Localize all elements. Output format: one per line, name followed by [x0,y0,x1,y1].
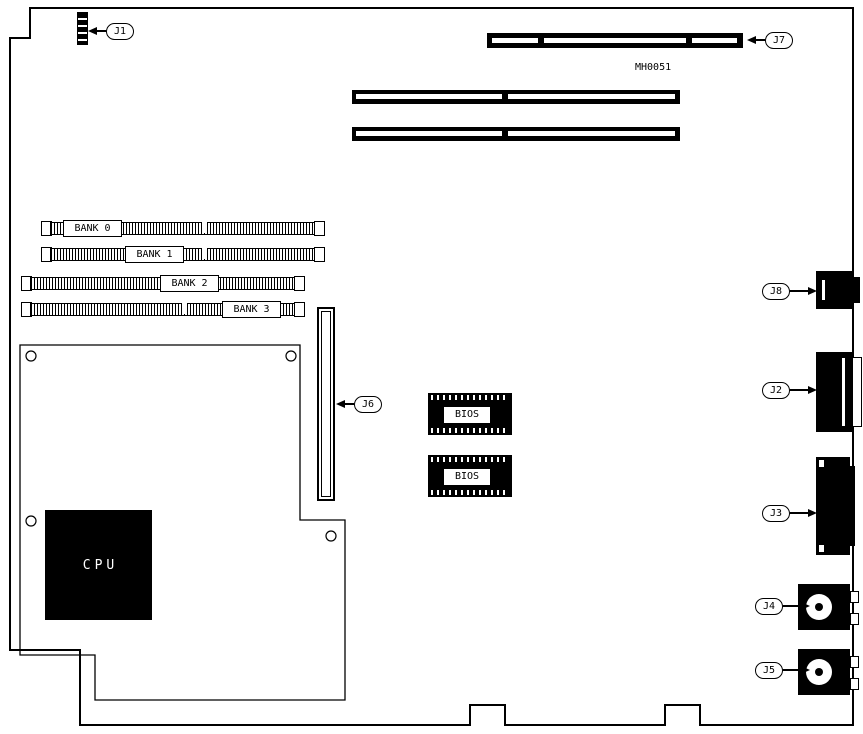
left-arrow-icon [747,36,756,44]
connector-slit [842,358,845,426]
left-arrow-icon [336,400,345,408]
connector-tab [850,656,859,668]
bank2-label: BANK 2 [160,275,219,292]
j8-connector [816,271,862,311]
j1-pin-header [77,12,88,45]
simm-gap [201,248,208,259]
j1-label-tag: J1 [88,22,135,40]
j2-label-tag: J2 [762,381,818,399]
arrow-shaft [790,512,809,514]
arrow-shaft [783,605,802,607]
j4-label: J4 [755,597,784,615]
arrow-shaft [345,403,354,405]
chip-pins [431,457,509,462]
simm-clip [294,276,305,291]
j5-label-tag: J5 [755,661,811,679]
connector-tab [850,678,859,690]
j3-connector [816,457,858,557]
j6-slot-inner [321,311,331,497]
j7-edge-connector-slot [487,33,743,48]
right-arrow-icon [801,602,811,610]
connector-strip [852,357,862,427]
simm-clip [294,302,305,317]
cpu-chip: CPU [45,510,152,620]
simm-clip [314,247,325,262]
part-number-label: MH0051 [635,62,672,73]
slot-segment [508,94,675,99]
j2-label: J2 [762,381,791,399]
j8-label: J8 [762,282,791,300]
slot-segment [508,131,675,136]
cpu-module-outline [19,344,346,701]
j7-label-tag: J7 [747,31,794,49]
simm-clip [314,221,325,236]
simm-gap [181,303,188,314]
connector-tab [850,591,859,603]
din-port-center [815,603,823,611]
j6-label: J6 [354,395,383,413]
j1-label: J1 [106,22,135,40]
slot-segment [544,38,686,43]
bank1-label: BANK 1 [125,246,184,263]
bios-chip-1: BIOS [428,393,512,435]
mounting-hole [25,350,37,362]
chip-pins [431,395,509,400]
slot-segment [356,94,502,99]
j6-riser-slot [317,307,335,501]
right-arrow-icon [808,287,818,295]
chip-pins [431,490,509,495]
din-port-center [815,668,823,676]
j4-label-tag: J4 [755,597,811,615]
connector-nub [850,466,855,546]
slot-segment [692,38,737,43]
chip-pins [431,428,509,433]
j7-label: J7 [765,31,794,49]
j8-label-tag: J8 [762,282,818,300]
j3-label: J3 [762,504,791,522]
j5-label: J5 [755,661,784,679]
left-arrow-icon [88,27,97,35]
connector-body [816,457,850,555]
connector-mark [819,460,824,467]
bios-chip-1-label: BIOS [443,406,491,424]
board-outline [9,7,854,726]
j6-label-tag: J6 [336,395,383,413]
connector-body [816,352,852,432]
bios-chip-2-label: BIOS [443,468,491,486]
right-arrow-icon [801,666,811,674]
connector-nub [853,277,860,303]
bios-chip-2: BIOS [428,455,512,497]
j5-din-connector [798,649,860,695]
mounting-hole [285,350,297,362]
mounting-hole [325,530,337,542]
arrow-shaft [790,389,809,391]
mounting-hole [25,515,37,527]
expansion-slot-2 [352,127,680,141]
connector-tab [850,613,859,625]
connector-slit [822,280,825,300]
right-arrow-icon [808,386,818,394]
connector-mark [819,545,824,552]
cpu-chip-label: CPU [82,557,119,573]
j3-label-tag: J3 [762,504,818,522]
expansion-slot-1 [352,90,680,104]
arrow-shaft [783,669,802,671]
slot-segment [492,38,538,43]
arrow-shaft [790,290,809,292]
simm-gap [201,222,208,233]
j2-connector [816,352,862,434]
arrow-shaft [97,30,106,32]
arrow-shaft [756,39,765,41]
slot-segment [356,131,502,136]
bank0-label: BANK 0 [63,220,122,237]
right-arrow-icon [808,509,818,517]
bank3-label: BANK 3 [222,301,281,318]
